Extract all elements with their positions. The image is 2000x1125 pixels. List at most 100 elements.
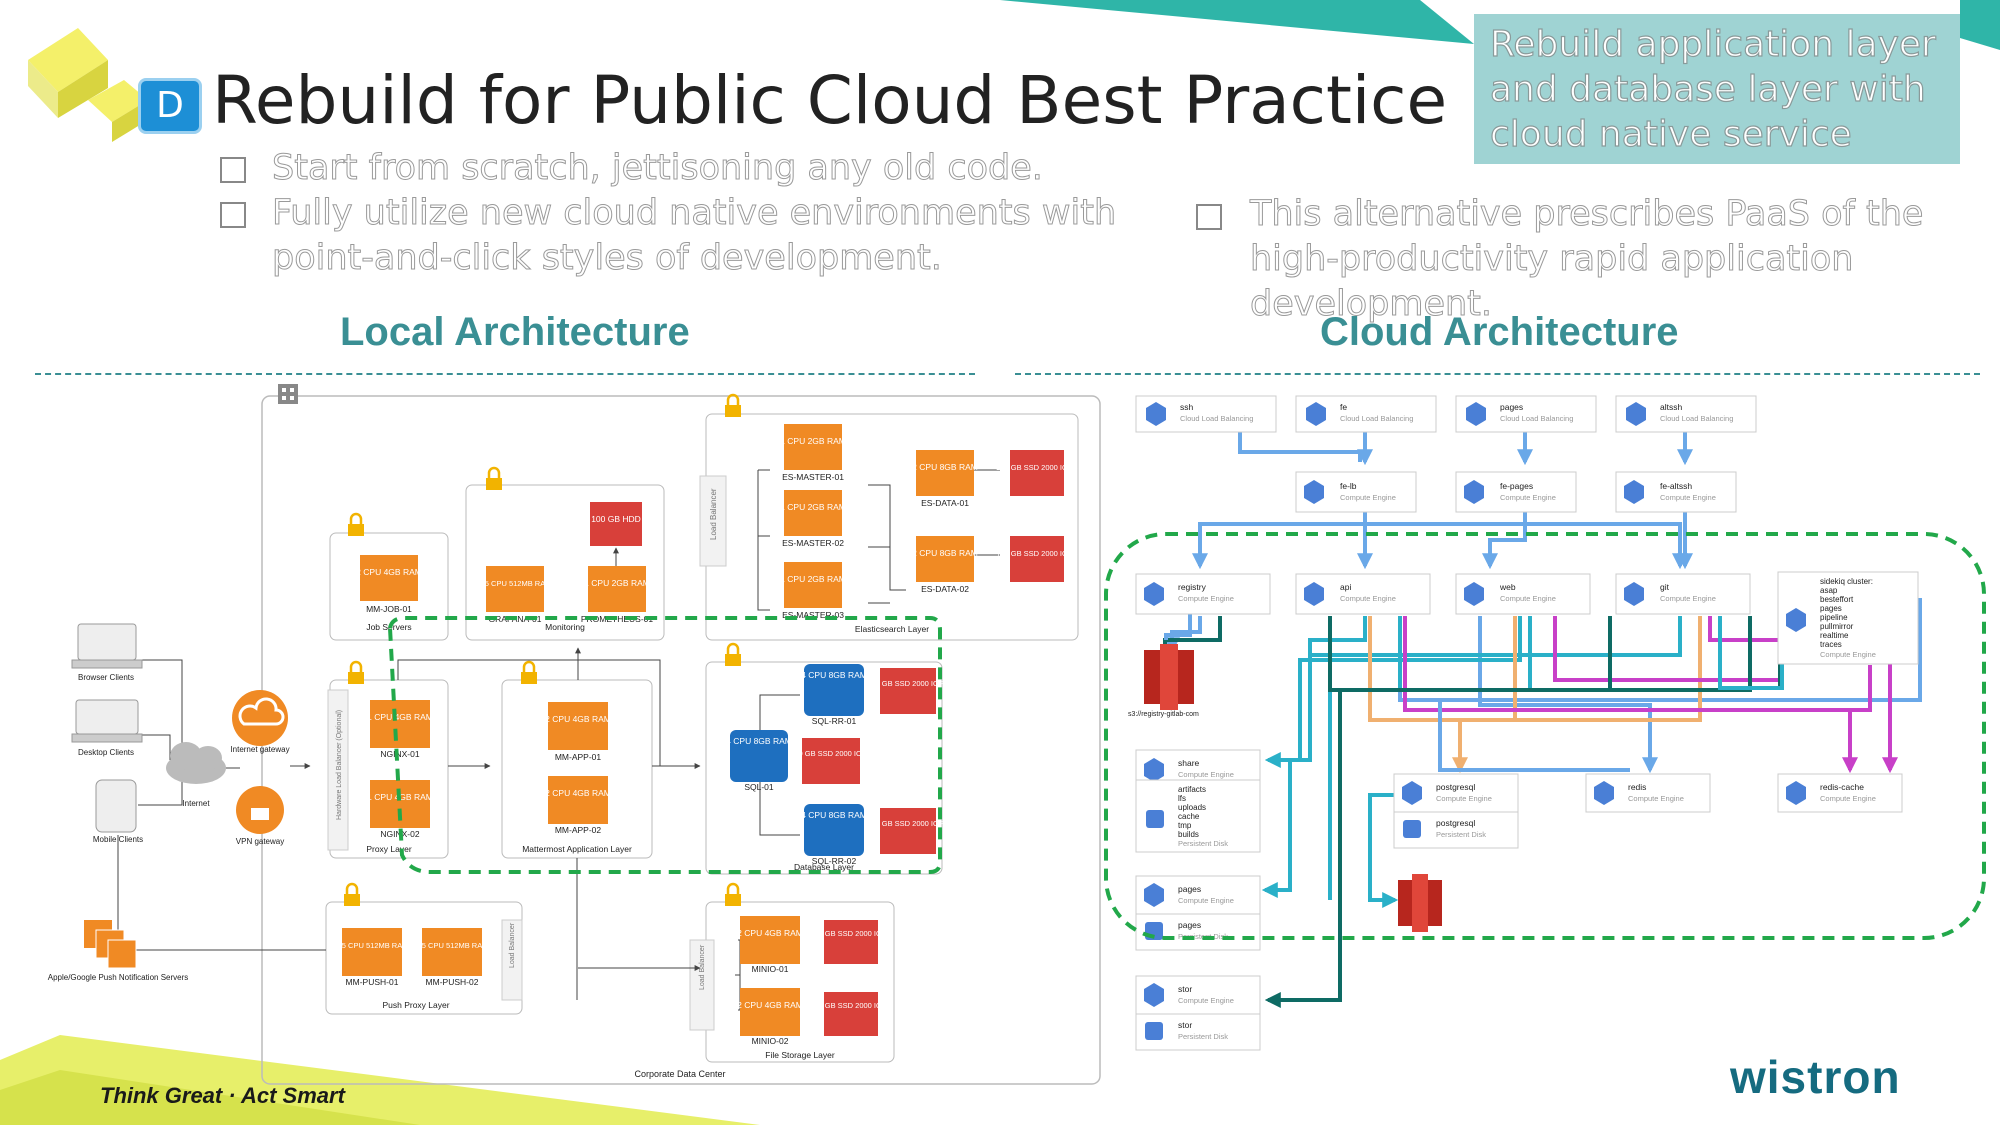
s3-storage-icon	[1398, 874, 1442, 932]
internet-label: Internet	[182, 799, 210, 808]
share-list-item: cache	[1178, 812, 1200, 821]
sql-rr-02-name: SQL-RR-02	[812, 856, 857, 866]
sql-rr-02-node	[804, 804, 864, 856]
bullet-text: Start from scratch, jettisoning any old …	[272, 148, 1044, 189]
nginx-01-name: NGINX-01	[380, 749, 419, 759]
es-master-01-node	[784, 424, 842, 470]
bullet-checkbox-icon	[220, 202, 246, 228]
lb-fe-name: fe	[1340, 402, 1347, 412]
building-icon	[278, 384, 298, 404]
flow-line	[1460, 616, 1702, 722]
bottom-left-yellow-shape-2	[0, 1070, 420, 1125]
flow-line	[1264, 616, 1522, 768]
cloud-internet-icon	[166, 742, 226, 784]
persistent-disk-icon	[1145, 1022, 1163, 1040]
fs-ssd-01	[824, 920, 878, 964]
lock-icon	[725, 393, 741, 417]
pages-type: Compute Engine	[1178, 896, 1234, 905]
mm-app-01-name: MM-APP-01	[555, 752, 602, 762]
es-load-balancer	[699, 475, 727, 567]
sidekiq-item: pipeline	[1820, 613, 1848, 622]
sql-rr-01-spec: 4 CPU 8GB RAM	[801, 670, 867, 680]
fs-ssd-02	[824, 992, 878, 1036]
wistron-logo: wistron	[1730, 1051, 1901, 1103]
persistent-disk-icon	[1403, 820, 1421, 838]
postgresql-disk-type: Persistent Disk	[1436, 830, 1486, 839]
flow-line	[1261, 616, 1367, 898]
es-ssd-01	[1010, 450, 1064, 496]
flow-line	[1328, 616, 1752, 692]
compute-engine-icon	[1594, 781, 1614, 805]
mm-app-01-node	[548, 702, 608, 750]
sidekiq-item: sidekiq cluster:	[1820, 577, 1873, 586]
lock-icon	[725, 882, 741, 906]
mm-app-layer-label: Mattermost Application Layer	[522, 844, 632, 854]
lb-fe-type: Cloud Load Balancing	[1340, 414, 1413, 423]
compute-engine-icon	[1624, 480, 1644, 504]
db-ssd-01-spec: 200 GB SSD 2000 IOPS	[867, 679, 949, 688]
s3-bucket-icon	[1144, 644, 1194, 710]
mm-job-node	[360, 555, 418, 601]
db-ssd-01	[880, 668, 936, 714]
fe-altssh-type: Compute Engine	[1660, 493, 1716, 502]
compute-engine-icon	[1786, 608, 1806, 632]
stor-disk-name: stor	[1178, 1020, 1192, 1030]
sql-rr-01-name: SQL-RR-01	[812, 716, 857, 726]
flow-line	[1403, 616, 1862, 712]
local-architecture-title: Local Architecture	[340, 310, 690, 354]
fs-layer-label: File Storage Layer	[765, 1050, 835, 1060]
db-ssd-02	[802, 738, 860, 784]
minio-02-spec: 2 CPU 4GB RAM	[737, 1000, 803, 1010]
lb-ssh-card	[1135, 395, 1277, 433]
compute-engine-icon	[1144, 758, 1164, 782]
internet-gateway-label: Internet gateway	[230, 745, 289, 754]
lb-pages-name: pages	[1500, 402, 1523, 412]
es-master-03-node	[784, 562, 842, 608]
redis-cache-name: redis-cache	[1820, 782, 1864, 792]
top-ribbon-shape	[1000, 0, 1474, 44]
push-load-balancer-label: Load Balancer	[509, 922, 516, 968]
postgresql-disk-name: postgresql	[1436, 818, 1475, 828]
vpn-gateway-label: VPN gateway	[236, 837, 284, 846]
mm-app-02-spec: 2 CPU 4GB RAM	[545, 788, 611, 798]
postgresql-name: postgresql	[1436, 782, 1475, 792]
db-ssd-02-spec: 200 GB SSD 2000 IOPS	[790, 749, 872, 758]
callout-box	[1474, 14, 1960, 164]
fe-lb-type: Compute Engine	[1340, 493, 1396, 502]
flow-line	[1368, 793, 1400, 908]
compute-engine-icon	[1624, 582, 1644, 606]
prometheus-node	[588, 566, 646, 612]
es-master-02-name: ES-MASTER-02	[782, 538, 844, 548]
fe-pages-name: fe-pages	[1500, 481, 1533, 491]
page-title: Rebuild for Public Cloud Best Practice	[212, 62, 1448, 139]
browser-client-icon	[71, 623, 143, 669]
es-ssd-01-spec: 100 GB SSD 2000 IOPS	[996, 463, 1078, 472]
lock-icon	[348, 660, 364, 684]
share-list-item: tmp	[1178, 821, 1192, 830]
pages-name: pages	[1178, 884, 1201, 894]
stor-type: Compute Engine	[1178, 996, 1234, 1005]
share-list-item: uploads	[1178, 803, 1206, 812]
es-data-02-name: ES-DATA-02	[921, 584, 969, 594]
web-type: Compute Engine	[1500, 594, 1556, 603]
mm-app-01-spec: 2 CPU 4GB RAM	[545, 714, 611, 724]
es-layer-label: Elasticsearch Layer	[855, 624, 929, 634]
hdd-storage	[590, 502, 642, 546]
fs-load-balancer	[689, 939, 715, 1031]
flow-line	[1238, 432, 1362, 462]
mobile-client-icon	[95, 779, 137, 833]
monitoring-label: Monitoring	[545, 622, 585, 632]
compute-engine-icon	[1304, 480, 1324, 504]
lb-altssh-type: Cloud Load Balancing	[1660, 414, 1733, 423]
registry-name: registry	[1178, 582, 1207, 592]
flow-line	[1368, 616, 1468, 774]
es-ssd-02-spec: 100 GB SSD 2000 IOPS	[996, 549, 1078, 558]
db-layer-label: Database Layer	[794, 862, 854, 872]
mm-push-01-name: MM-PUSH-01	[346, 977, 399, 987]
compute-engine-icon	[1402, 781, 1422, 805]
web-name: web	[1499, 582, 1516, 592]
share-list-item: artifacts	[1178, 785, 1206, 794]
sidekiq-item: realtime	[1820, 631, 1849, 640]
